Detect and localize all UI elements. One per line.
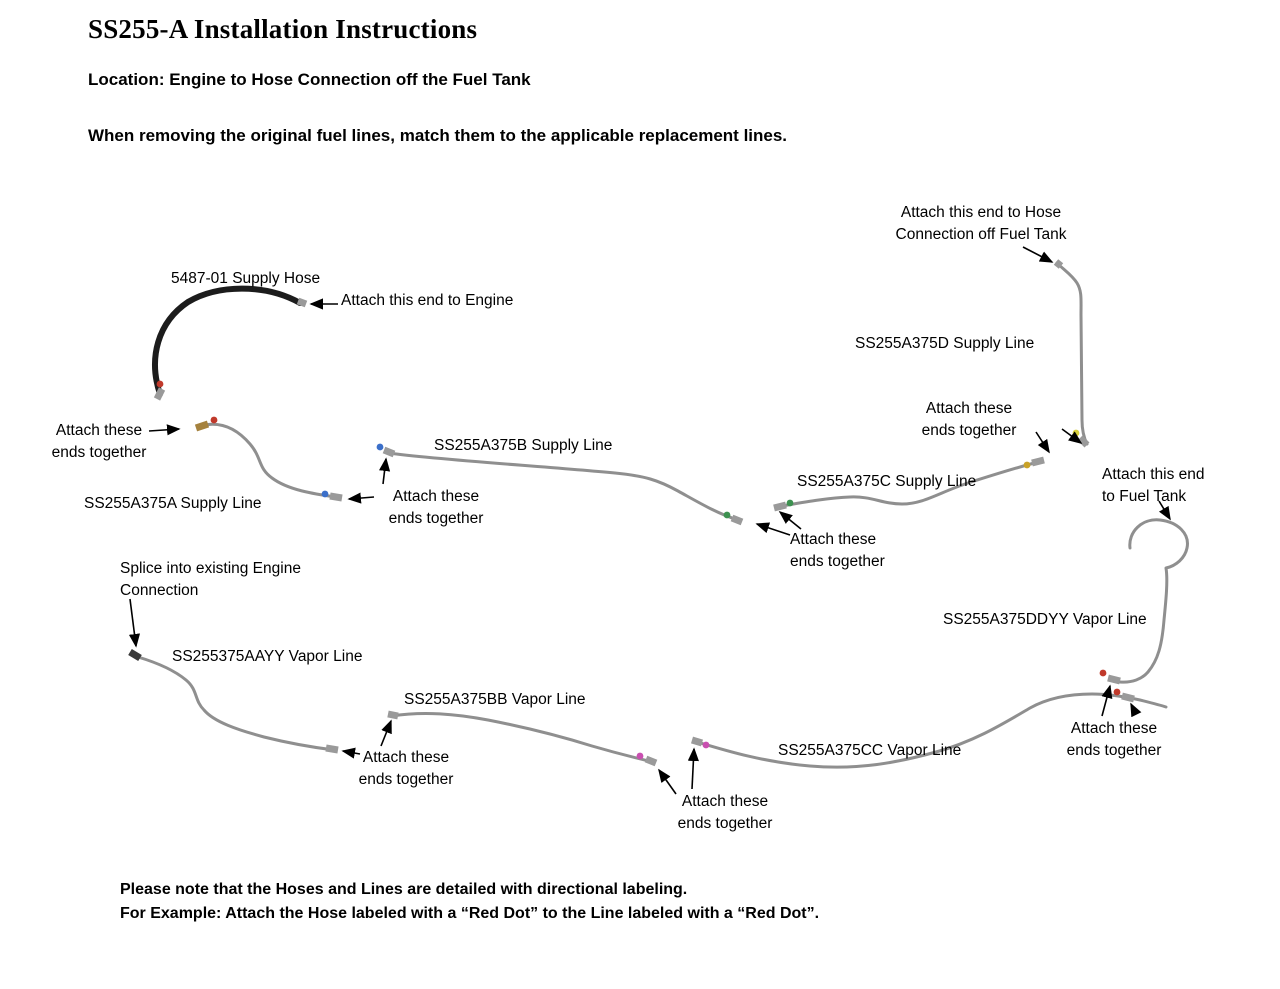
blue-dot-line-b	[376, 443, 384, 451]
label-attach-aayy-bb: Attach these ends together	[358, 749, 454, 788]
arrow-ddcc-2	[1130, 702, 1142, 718]
red-dot-line-cc	[1113, 688, 1121, 696]
arrow-left-attach	[148, 424, 181, 436]
label-attach-fuel-tank: Attach this end to Fuel Tank	[1102, 466, 1205, 505]
label-splice: Splice into existing Engine Connection	[120, 560, 301, 599]
supply-hose-path	[152, 285, 303, 397]
instruction-text: When removing the original fuel lines, m…	[88, 126, 788, 145]
line-cc-start-ferrule	[690, 736, 704, 747]
magenta-dot-line-bb	[636, 752, 644, 760]
line-b-end-ferrule	[730, 514, 744, 526]
red-dot-hose	[156, 380, 164, 388]
label-attach-left: Attach these ends together	[51, 422, 147, 461]
arrow-ab-left	[347, 492, 375, 504]
label-ddyy-vapor-line: SS255A375DDYY Vapor Line	[943, 611, 1147, 628]
location-subtitle: Location: Engine to Hose Connection off …	[88, 70, 531, 89]
label-attach-ab: Attach these ends together	[388, 488, 484, 527]
arrows	[128, 246, 1171, 795]
label-attach-hose-tank: Attach this end to Hose Connection off F…	[895, 204, 1067, 243]
arrow-ab-up	[379, 457, 391, 485]
line-b-path	[386, 451, 740, 522]
line-d-top-ferrule	[1053, 259, 1064, 269]
label-a-supply-line: SS255A375A Supply Line	[84, 495, 262, 512]
gold-dot-line-c	[1023, 461, 1031, 469]
label-attach-engine: Attach this end to Engine	[341, 292, 514, 309]
arrow-bc-2	[778, 510, 802, 530]
line-a-path	[198, 422, 338, 499]
label-b-supply-line: SS255A375B Supply Line	[434, 437, 613, 454]
label-bb-vapor-line: SS255A375BB Vapor Line	[404, 691, 586, 708]
arrow-cd-1	[1035, 431, 1050, 454]
footer-note-2: For Example: Attach the Hose labeled wit…	[120, 905, 820, 922]
line-cc-path	[692, 692, 1168, 769]
label-attach-bb-cc: Attach these ends together	[677, 793, 773, 832]
arrow-aayy-left	[341, 747, 361, 759]
arrow-fuel-tank	[1158, 500, 1171, 521]
arrow-bc-1	[755, 522, 791, 536]
arrow-hose-tank	[1022, 246, 1054, 263]
arrow-ddcc-1	[1101, 684, 1113, 717]
line-aayy-end-ferrule	[325, 744, 339, 754]
splice-ferrule	[128, 648, 142, 662]
label-attach-cd: Attach these ends together	[921, 400, 1017, 439]
line-bb-path	[390, 712, 655, 764]
line-c-end-ferrule	[1031, 456, 1045, 467]
label-supply-hose: 5487-01 Supply Hose	[171, 270, 321, 287]
line-ddyy-end-ferrule	[1107, 674, 1121, 685]
magenta-dot-line-cc	[702, 741, 710, 749]
label-cc-vapor-line: SS255A375CC Vapor Line	[778, 742, 962, 759]
line-a-end-ferrule	[329, 492, 343, 502]
label-attach-bc: Attach these ends together	[790, 531, 885, 570]
line-c-path	[774, 459, 1044, 509]
arrow-bbcc-1	[658, 768, 677, 795]
footer-note-1: Please note that the Hoses and Lines are…	[120, 881, 688, 898]
arrow-bbcc-2	[687, 747, 699, 790]
line-a-start-ferrule	[194, 420, 210, 432]
arrow-cd-2	[1061, 428, 1083, 444]
red-dot-line-a	[210, 416, 218, 424]
line-d-path	[1055, 261, 1089, 446]
blue-dot-line-a	[321, 490, 329, 498]
hose-end-ferrule	[296, 297, 308, 308]
page-title: SS255-A Installation Instructions	[88, 14, 478, 44]
line-d-end-ferrule	[1077, 435, 1090, 448]
arrow-aayy-up	[380, 719, 392, 747]
label-d-supply-line: SS255A375D Supply Line	[855, 335, 1035, 352]
hose-start-ferrule	[153, 387, 166, 401]
green-dot-line-b	[723, 511, 731, 519]
line-bb-start-ferrule	[387, 710, 399, 720]
line-ddyy-path	[1118, 518, 1189, 684]
label-attach-dd-cc: Attach these ends together	[1066, 720, 1162, 759]
line-c-start-ferrule	[773, 501, 787, 512]
line-cc-end-ferrule	[1121, 692, 1135, 703]
label-c-supply-line: SS255A375C Supply Line	[797, 473, 977, 490]
direction-dots	[156, 380, 1121, 760]
label-aayy-vapor-line: SS255375AAYY Vapor Line	[172, 648, 363, 665]
line-b-start-ferrule	[382, 446, 396, 458]
line-bb-end-ferrule	[644, 755, 658, 767]
red-dot-line-ddyy	[1099, 669, 1107, 677]
line-aayy-path	[136, 655, 336, 752]
arrow-splice	[128, 598, 141, 648]
yellow-dot-line-d	[1072, 429, 1080, 437]
green-dot-line-c	[786, 499, 794, 507]
